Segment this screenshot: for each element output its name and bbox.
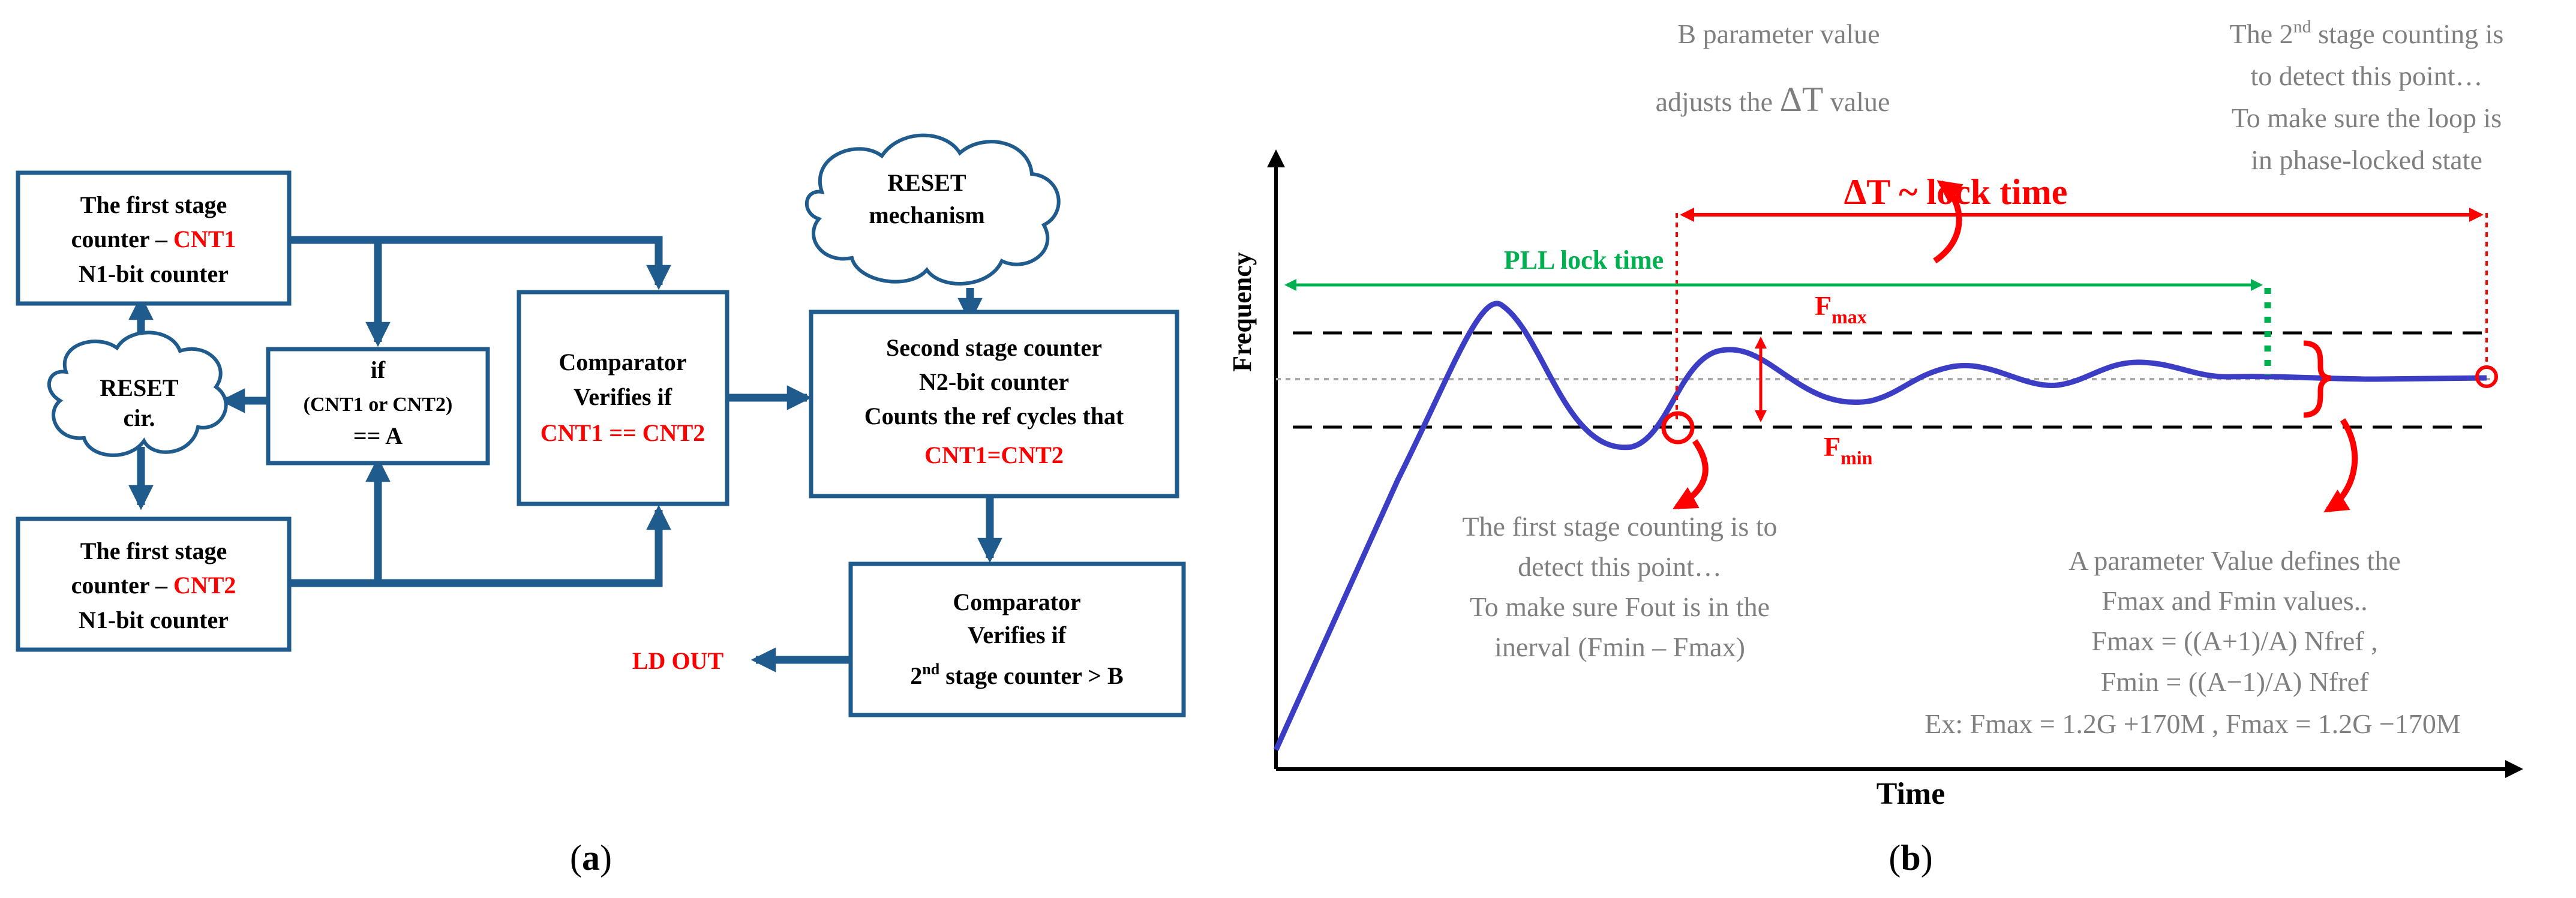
counter1-line3: N1-bit counter bbox=[79, 260, 229, 287]
pll-lock-time-label: PLL lock time bbox=[1504, 245, 1664, 275]
lock-point-marker bbox=[2475, 365, 2498, 388]
b-note-line1: B parameter value bbox=[1677, 19, 1880, 49]
reset-mechanism-line1: RESET bbox=[887, 169, 966, 196]
comparator1-line2: Verifies if bbox=[574, 383, 672, 410]
counter1-line1: The first stage bbox=[80, 191, 227, 218]
panel-a-clouds bbox=[47, 133, 1061, 457]
fmin-label: Fmin bbox=[1824, 431, 1873, 468]
reset-mechanism-line2: mechanism bbox=[869, 202, 984, 229]
panel-a: The first stage counter – CNT1 N1-bit co… bbox=[16, 133, 1186, 878]
counter2-line1: The first stage bbox=[80, 537, 227, 564]
frequency-response-curve bbox=[1273, 301, 2487, 751]
reset-mechanism-cloud bbox=[804, 133, 1061, 286]
comparator1-line3: CNT1 == CNT2 bbox=[541, 419, 705, 446]
fmax-label: Fmax bbox=[1815, 290, 1867, 328]
comparator2-line2: Verifies if bbox=[968, 621, 1067, 648]
comparator2-line3: 2nd stage counter > B bbox=[910, 660, 1123, 689]
line-counter2-to-comparator1 bbox=[289, 504, 671, 587]
line-counter1-to-comparator1 bbox=[289, 236, 671, 290]
counter2-line3: N1-bit counter bbox=[79, 606, 229, 633]
ld-out-label: LD OUT bbox=[632, 647, 724, 674]
first-note-line4: inerval (Fmin – Fmax) bbox=[1494, 632, 1745, 662]
second-stage-box bbox=[809, 310, 1179, 498]
first-note-line2: detect this point… bbox=[1518, 551, 1722, 582]
comparator1-box bbox=[517, 290, 729, 506]
reset-cir-cloud bbox=[47, 331, 228, 457]
y-axis-label: Frequency bbox=[1227, 252, 1257, 372]
if-line3: == A bbox=[353, 422, 403, 449]
b-note-line2: adjusts the ΔT value bbox=[1656, 80, 1890, 119]
if-line1: if bbox=[371, 356, 386, 383]
reset-cir-line2: cir. bbox=[124, 404, 155, 431]
if-box bbox=[266, 347, 490, 465]
first-note-line3: To make sure Fout is in the bbox=[1470, 591, 1770, 622]
comparator2-line1: Comparator bbox=[953, 588, 1080, 615]
x-axis-label: Time bbox=[1877, 777, 1945, 811]
reset-cir-line1: RESET bbox=[100, 374, 178, 401]
counter2-box bbox=[16, 516, 292, 652]
second-stage-line2: N2-bit counter bbox=[919, 368, 1069, 395]
comparator1-line1: Comparator bbox=[559, 349, 686, 376]
comparator2-box bbox=[848, 561, 1186, 717]
caption-b: (b) bbox=[1889, 838, 1932, 878]
b-note-pointer-arrow bbox=[1933, 180, 1963, 264]
a-note-line5: Ex: Fmax = 1.2G +170M , Fmax = 1.2G −170… bbox=[1925, 708, 2460, 739]
counter2-line2: counter – CNT2 bbox=[71, 572, 236, 599]
first-note-line1: The first stage counting is to bbox=[1462, 511, 1777, 542]
a-note-line1: A parameter Value defines the bbox=[2068, 545, 2400, 576]
second-stage-line3: Counts the ref cycles that bbox=[864, 403, 1124, 430]
panel-b: Frequency Time ΔT ~ lock time PLL lock t… bbox=[1227, 17, 2523, 878]
counter1-box bbox=[16, 170, 292, 306]
caption-a: (a) bbox=[570, 838, 612, 878]
panel-a-connectors bbox=[128, 236, 1002, 672]
if-line2: (CNT1 or CNT2) bbox=[304, 394, 453, 416]
fmax-fmin-brace bbox=[2303, 340, 2332, 418]
a-note-line3: Fmax = ((A+1)/A) Nfref , bbox=[2091, 626, 2377, 656]
second-note-line2: to detect this point… bbox=[2250, 61, 2482, 91]
second-stage-line1: Second stage counter bbox=[886, 334, 1102, 361]
panel-a-texts: The first stage counter – CNT1 N1-bit co… bbox=[71, 169, 1124, 689]
a-note-line2: Fmax and Fmin values.. bbox=[2101, 585, 2367, 616]
panel-b-notes: B parameter value adjusts the ΔT value T… bbox=[1462, 17, 2503, 739]
second-note-line3: To make sure the loop is bbox=[2232, 103, 2502, 133]
second-stage-line4: CNT1=CNT2 bbox=[924, 442, 1064, 468]
second-note-line1: The 2nd stage counting is bbox=[2230, 17, 2504, 49]
counter1-line2: counter – CNT1 bbox=[71, 226, 236, 253]
a-note-line4: Fmin = ((A−1)/A) Nfref bbox=[2101, 666, 2369, 697]
first-note-pointer-arrow bbox=[1673, 439, 1709, 510]
panel-a-boxes bbox=[16, 170, 1186, 717]
first-stage-point-marker bbox=[1661, 411, 1695, 445]
a-note-pointer-arrow bbox=[2323, 418, 2358, 513]
second-note-line4: in phase-locked state bbox=[2251, 145, 2482, 175]
